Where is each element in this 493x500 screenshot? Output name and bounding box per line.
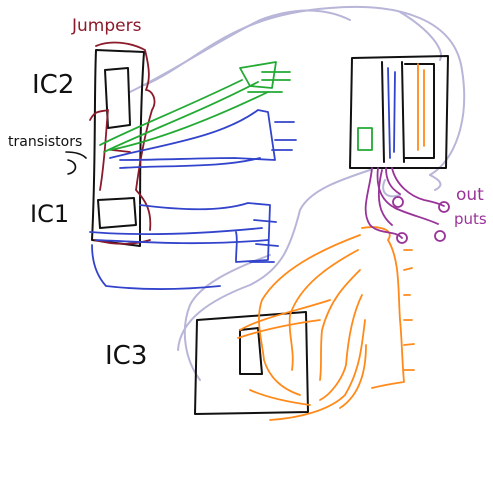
ic3-chip — [194, 311, 309, 415]
jumpers-label: Jumpers — [71, 16, 142, 36]
purple-output-wires — [364, 167, 450, 244]
ic-board-outline — [91, 49, 145, 247]
transistors-label: transistors — [8, 134, 82, 150]
output-terminal — [392, 196, 404, 208]
outputs-label-line2: puts — [454, 210, 487, 228]
outputs-label-line1: out — [456, 185, 484, 205]
output-terminal — [434, 230, 446, 242]
output-terminal — [438, 201, 450, 213]
output-board — [349, 55, 449, 169]
lavender-wire-loop — [129, 5, 466, 381]
green-wires — [99, 61, 373, 153]
jumper-wires — [89, 41, 156, 245]
transistor-symbol — [65, 151, 87, 175]
blue-wires — [89, 67, 396, 290]
ic2-label: IC2 — [32, 70, 74, 100]
ic3-label: IC3 — [105, 341, 147, 371]
output-terminal — [396, 232, 408, 244]
ic1-label: IC1 — [30, 200, 69, 228]
orange-wires — [237, 63, 425, 421]
